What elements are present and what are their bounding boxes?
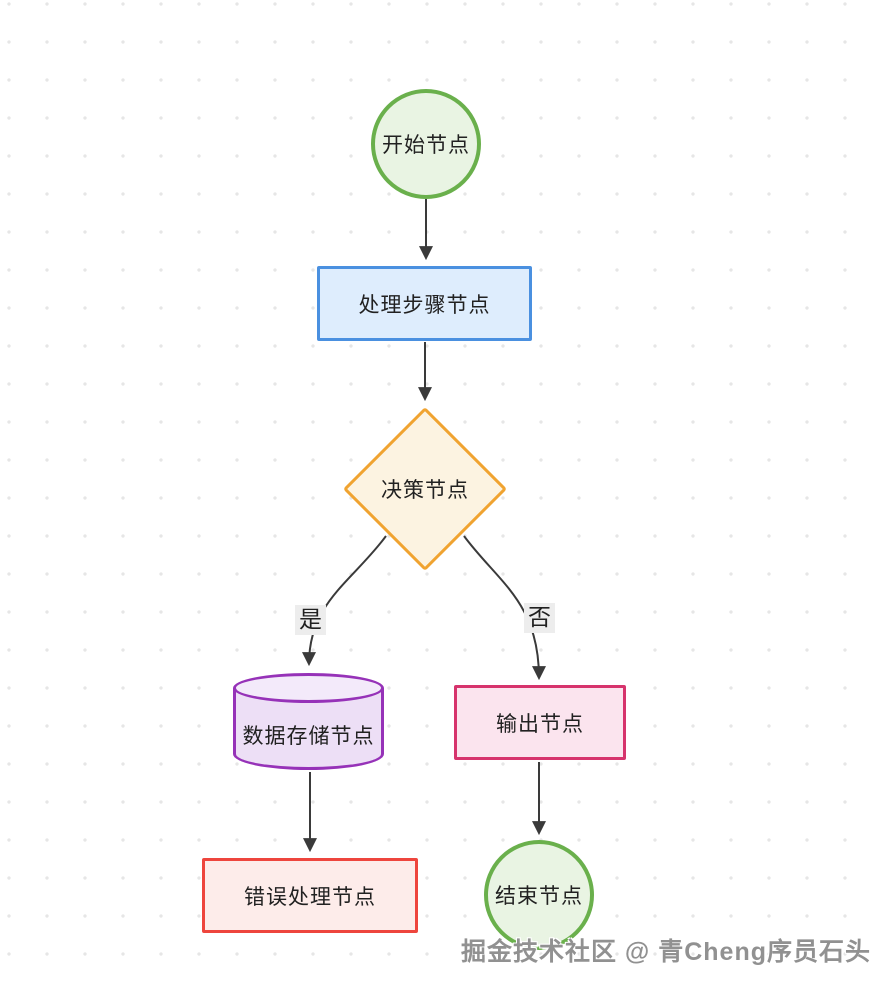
output-node-label: 输出节点 [496,712,584,736]
start-node: 开始节点 [371,89,481,199]
error-node-label: 错误处理节点 [244,885,376,909]
start-node-label: 开始节点 [382,134,470,157]
decision-node: 决策节点 [342,406,508,572]
watermark-text: 掘金技术社区 @ 青Cheng序员石头 [460,938,871,966]
process-node: 处理步骤节点 [317,266,532,341]
end-node-label: 结束节点 [495,885,583,908]
edge-decision-to-output [463,535,546,681]
edge-label-no: 否 [524,603,555,633]
cylinder-top-shape [233,673,384,703]
edge-label-yes: 是 [295,605,326,635]
output-node: 输出节点 [454,685,626,760]
storage-node: 数据存储节点 [233,673,384,770]
error-node: 错误处理节点 [202,858,418,933]
storage-node-label: 数据存储节点 [242,724,375,748]
process-node-label: 处理步骤节点 [358,293,491,317]
end-node: 结束节点 [484,840,594,950]
edge-decision-to-storage [302,535,387,667]
decision-node-label: 决策节点 [381,479,469,502]
